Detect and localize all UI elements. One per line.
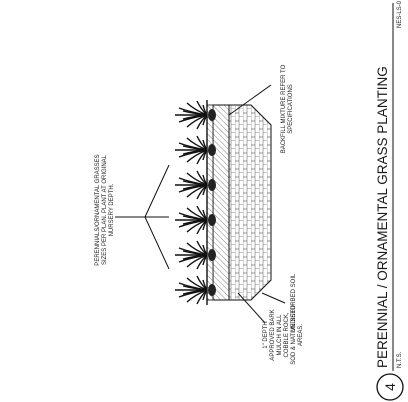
note-backfill-line1: BACKFILL MIXTURE REFER TO [281,64,287,153]
grass-plant-icon [175,100,216,130]
note-mulch-line3: MULCH IN ALL [277,314,283,356]
plants [175,100,216,305]
note-backfill-line2: SPECIFICATIONS [288,84,294,134]
grass-plant-icon [175,205,216,235]
note-mulch-line5: SOD & NATIVE SEED [291,305,297,365]
title-block: 4 PERENNIAL / ORNAMENTAL GRASS PLANTING … [375,0,404,401]
topsoil-layer [206,104,214,301]
note-mulch: 1" DEPTH APPROVED BARK MULCH IN ALL COBB… [263,305,304,365]
grass-plant-icon [175,275,216,305]
note-mulch-line4: COBBLE ROCK, [284,312,290,357]
grass-plant-icon [175,170,216,200]
note-grasses-line1: PERENNIALS/ORNAMENTAL GRASSES [95,154,101,265]
detail-title: PERENNIAL / ORNAMENTAL GRASS PLANTING [375,66,390,368]
sheet-ref: NES-LS-0 [397,0,403,28]
rotated-detail: PERENNIALS/ORNAMENTAL GRASSES SIZES PER … [95,0,404,401]
note-grasses-line3: NURSERY DEPTH. [109,183,115,236]
detail-scale: N.T.S. [397,351,403,368]
soil-section [206,100,272,305]
note-soil: UNDISTURBED SOIL [291,273,297,332]
note-grasses: PERENNIALS/ORNAMENTAL GRASSES SIZES PER … [95,154,115,265]
backfill-layer [228,104,272,301]
grass-plant-icon [175,135,216,165]
grass-plant-icon [175,240,216,270]
detail-number-circle [376,373,404,401]
note-mulch-line2: APPROVED BARK [270,309,276,360]
note-grasses-line2: SIZES PER PLAN. PLANT AT ORIGINAL [102,154,108,265]
leaders [115,84,286,324]
mulch-layer [212,104,230,301]
note-backfill: BACKFILL MIXTURE REFER TO SPECIFICATIONS [281,64,294,153]
note-mulch-line6: AREAS. [298,324,304,346]
note-mulch-line1: 1" DEPTH [263,321,269,348]
detail-number: 4 [382,383,398,391]
